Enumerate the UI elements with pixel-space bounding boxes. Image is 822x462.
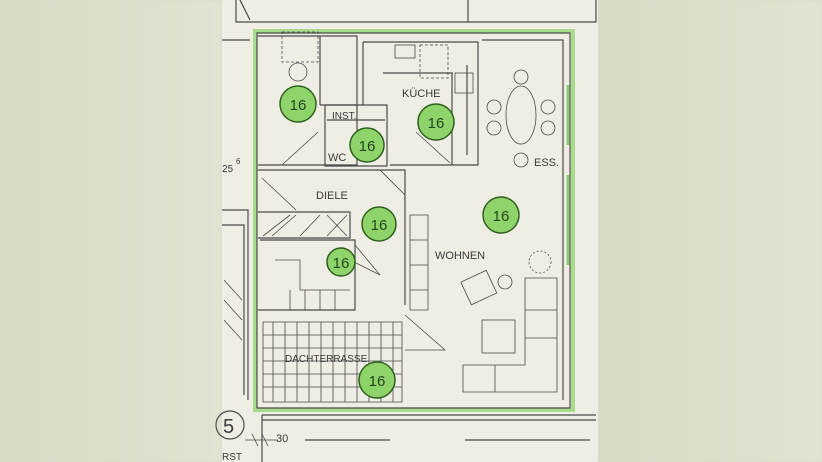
unit-badge: 16 <box>417 103 455 141</box>
room-label-diele: DIELE <box>316 190 348 202</box>
unit-badge: 16 <box>358 361 396 399</box>
margin-text-bottom: RST <box>222 452 242 462</box>
unit-badge: 16 <box>349 127 385 163</box>
svg-text:16: 16 <box>333 255 350 272</box>
svg-text:16: 16 <box>359 138 376 155</box>
unit-number: 5 <box>223 416 234 438</box>
svg-text:16: 16 <box>371 217 388 234</box>
margin-text-sup: 6 <box>236 157 241 166</box>
room-label-dachterrasse: DACHTERRASSE <box>285 354 368 365</box>
room-label-kueche: KÜCHE <box>402 88 441 100</box>
unit-badge: 16 <box>326 247 356 277</box>
svg-text:16: 16 <box>493 208 510 225</box>
apartment-outline <box>253 29 575 412</box>
margin-text: 25 <box>222 164 234 175</box>
dimension-label: 30 <box>276 433 288 445</box>
room-label-wohnen: WOHNEN <box>435 250 485 262</box>
blurred-right-margin <box>598 0 822 462</box>
unit-number-circle <box>215 410 245 440</box>
room-label-ess: ESS. <box>534 157 559 169</box>
blurred-left-margin <box>0 0 222 462</box>
unit-badge: 16 <box>482 196 520 234</box>
svg-text:16: 16 <box>369 373 386 390</box>
svg-text:16: 16 <box>290 97 307 114</box>
room-label-wc: WC <box>328 152 346 164</box>
room-label-inst: INST. <box>332 111 356 122</box>
svg-text:16: 16 <box>428 115 445 132</box>
unit-badge: 16 <box>279 85 317 123</box>
unit-badge: 16 <box>361 206 397 242</box>
